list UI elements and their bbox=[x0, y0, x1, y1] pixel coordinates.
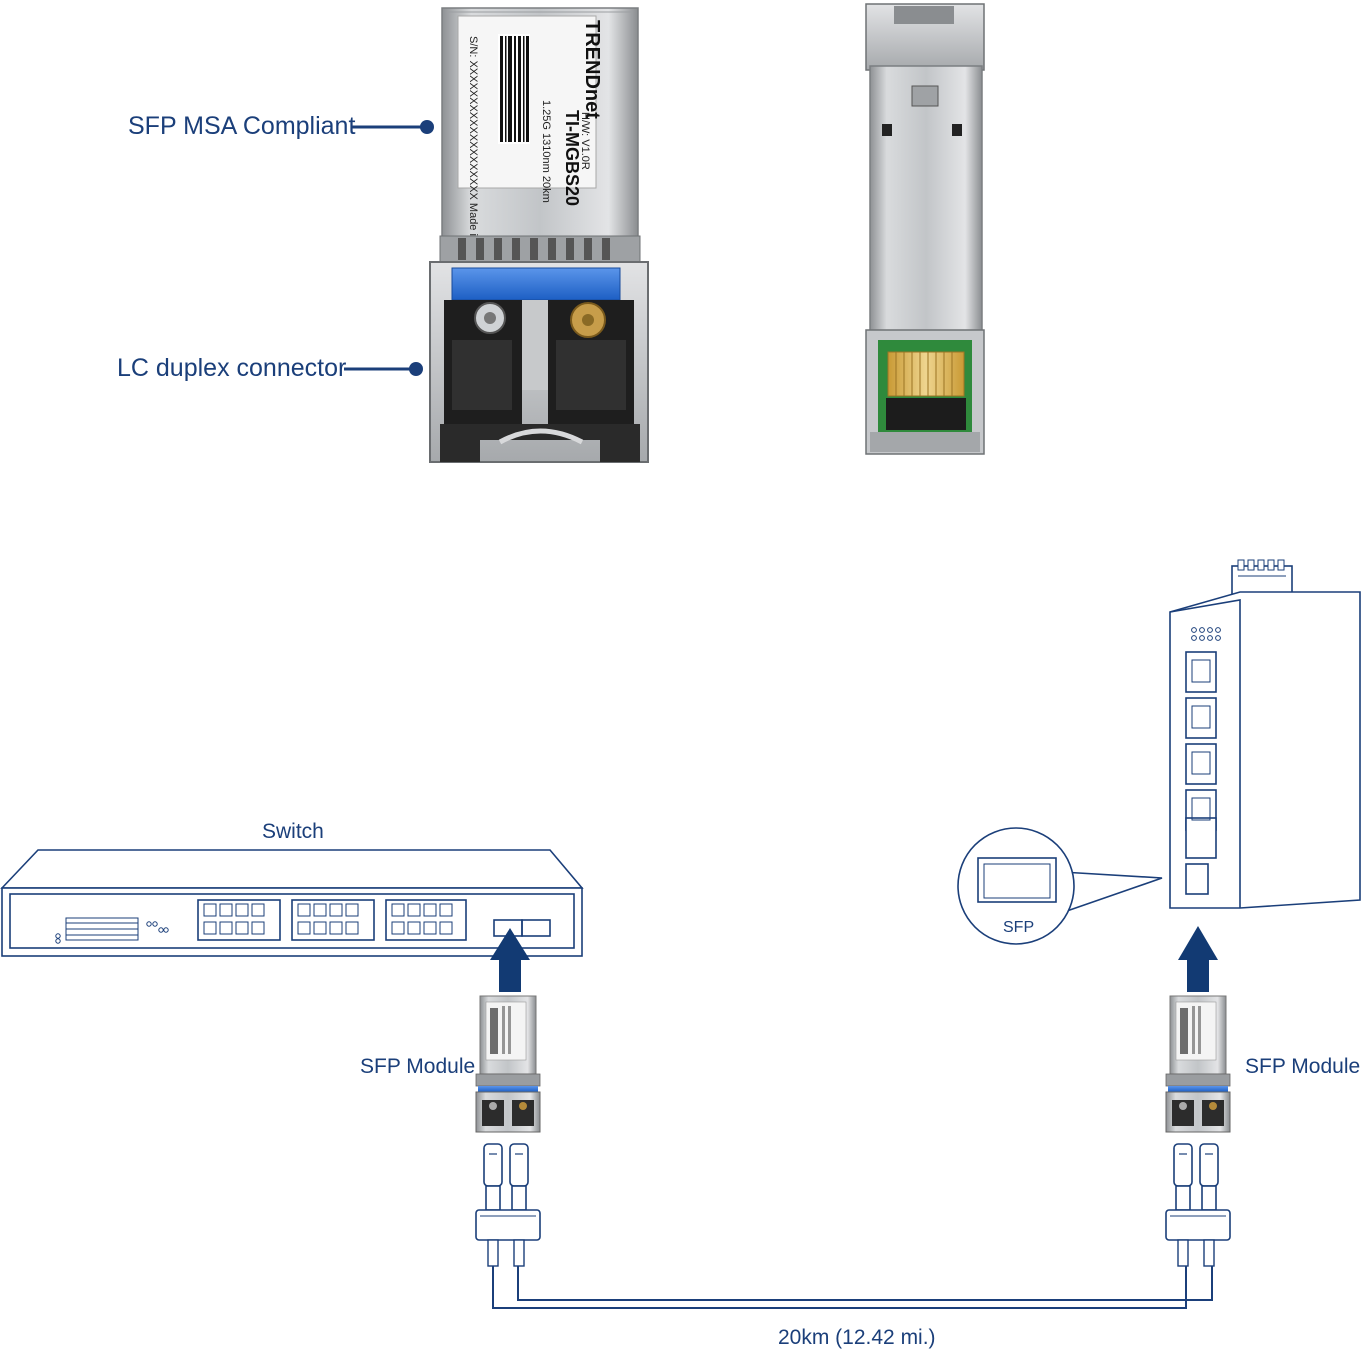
sticker-spec: 1.25G 1310nm 20km bbox=[540, 100, 552, 203]
fiber-cable-run bbox=[492, 1266, 1213, 1309]
sfp-module-rear-photo bbox=[865, 3, 985, 455]
sfp-module-label-right: SFP Module bbox=[1245, 1055, 1360, 1078]
callout-dot-msa bbox=[420, 120, 434, 134]
industrial-switch-drawing bbox=[1169, 559, 1361, 909]
blue-latch bbox=[451, 267, 621, 301]
distance-label: 20km (12.42 mi.) bbox=[778, 1326, 936, 1349]
barcode-icon bbox=[498, 34, 530, 144]
sticker-model: TI-MGBS20 bbox=[562, 110, 582, 206]
label-sfp-msa-compliant: SFP MSA Compliant bbox=[128, 112, 355, 140]
arrow-up-icon bbox=[1178, 926, 1218, 992]
sticker-brand: TRENDnet bbox=[581, 20, 603, 119]
pcb-gold-contacts bbox=[887, 351, 965, 397]
sfp-module-label-left: SFP Module bbox=[360, 1055, 475, 1078]
sfp-module-right bbox=[1165, 995, 1231, 1133]
sfp-callout-label: SFP bbox=[1003, 919, 1034, 936]
arrow-up-icon bbox=[490, 928, 530, 992]
sticker-hw: H/W: V1.0R bbox=[579, 112, 591, 170]
sfp-module-front-photo: TRENDnet TI-MGBS20 H/W: V1.0R 1.25G 1310… bbox=[429, 7, 649, 463]
sfp-module-left bbox=[475, 995, 541, 1133]
switch-label: Switch bbox=[262, 820, 324, 843]
callout-dot-lc bbox=[409, 362, 423, 376]
network-switch-drawing bbox=[0, 849, 584, 957]
fiber-cable-icon bbox=[1165, 1143, 1231, 1267]
label-lc-duplex-connector: LC duplex connector bbox=[117, 354, 346, 382]
fiber-cable-icon bbox=[475, 1143, 541, 1267]
sticker-serial: S/N: XXXXXXXXXXXXXXXXXXX Made in Taiwan bbox=[467, 36, 479, 279]
sfp-callout: SFP bbox=[957, 827, 1163, 945]
